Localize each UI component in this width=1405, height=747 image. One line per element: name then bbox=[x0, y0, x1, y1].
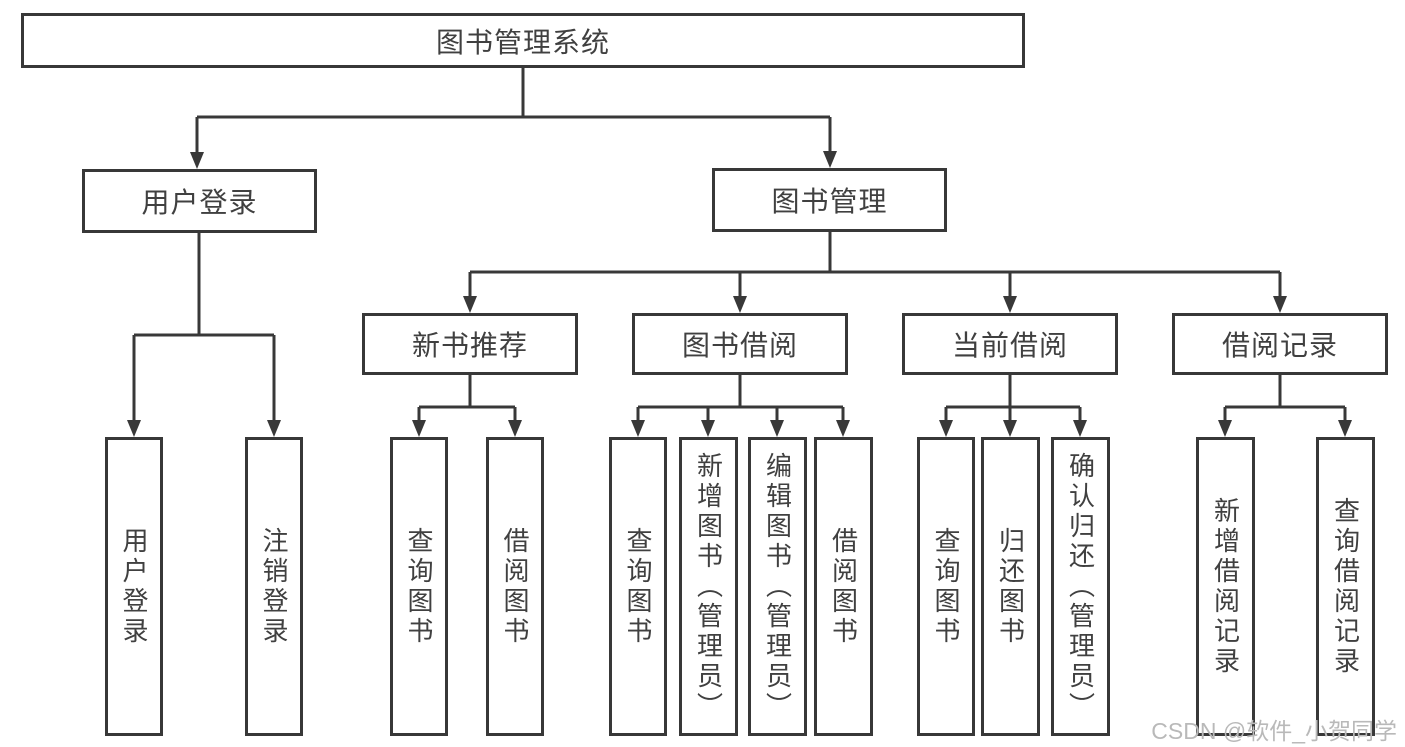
node-root: 图书管理系统 bbox=[21, 13, 1025, 68]
connector-records-branch bbox=[1223, 375, 1347, 421]
leaf-edit-book-admin: 编辑图书（管理员） bbox=[748, 437, 807, 736]
arrowhead bbox=[412, 420, 426, 437]
leaf-add-book-admin: 新增图书（管理员） bbox=[679, 437, 738, 736]
arrowhead bbox=[939, 420, 953, 437]
leaf-query-books-3: 查询图书 bbox=[917, 437, 975, 736]
connector-newbook-branch bbox=[417, 375, 517, 421]
leaf-logout: 注销登录 bbox=[245, 437, 303, 736]
arrowhead bbox=[127, 420, 141, 437]
arrowhead bbox=[836, 420, 850, 437]
leaf-borrow-books-1: 借阅图书 bbox=[486, 437, 544, 736]
connector-root-branch bbox=[195, 68, 832, 153]
connector-login-branch bbox=[132, 233, 276, 421]
arrowhead bbox=[701, 420, 715, 437]
node-current-borrowing: 当前借阅 bbox=[902, 313, 1118, 375]
leaf-query-borrow-record: 查询借阅记录 bbox=[1316, 437, 1375, 736]
leaf-return-book: 归还图书 bbox=[981, 437, 1040, 736]
arrowhead bbox=[1003, 296, 1017, 313]
node-borrowing-records: 借阅记录 bbox=[1172, 313, 1388, 375]
arrowheads bbox=[127, 151, 1352, 437]
arrowhead bbox=[631, 420, 645, 437]
arrowhead bbox=[267, 420, 281, 437]
leaf-add-borrow-record: 新增借阅记录 bbox=[1196, 437, 1255, 736]
leaf-query-books-1: 查询图书 bbox=[390, 437, 448, 736]
leaf-query-books-2: 查询图书 bbox=[609, 437, 667, 736]
arrowhead bbox=[1073, 420, 1087, 437]
arrowhead bbox=[733, 296, 747, 313]
watermark: CSDN @软件_小贺同学 bbox=[1151, 718, 1397, 744]
node-book-borrowing: 图书借阅 bbox=[632, 313, 848, 375]
arrowhead bbox=[1003, 420, 1017, 437]
leaf-confirm-return-admin: 确认归还（管理员） bbox=[1051, 437, 1110, 736]
connector-current-branch bbox=[944, 375, 1082, 421]
node-user-login: 用户登录 bbox=[82, 169, 317, 233]
arrowhead bbox=[1273, 296, 1287, 313]
arrowhead bbox=[1338, 420, 1352, 437]
arrowhead bbox=[190, 152, 204, 169]
node-book-management: 图书管理 bbox=[712, 168, 947, 232]
arrowhead bbox=[463, 296, 477, 313]
arrowhead bbox=[823, 151, 837, 168]
node-new-book-recommend: 新书推荐 bbox=[362, 313, 578, 375]
connector-borrow-branch bbox=[636, 375, 845, 421]
arrowhead bbox=[508, 420, 522, 437]
arrowhead bbox=[1218, 420, 1232, 437]
connector-bookmgmt-branch bbox=[468, 232, 1282, 297]
leaf-borrow-books-2: 借阅图书 bbox=[814, 437, 873, 736]
arrowhead bbox=[770, 420, 784, 437]
leaf-user-login: 用户登录 bbox=[105, 437, 163, 736]
